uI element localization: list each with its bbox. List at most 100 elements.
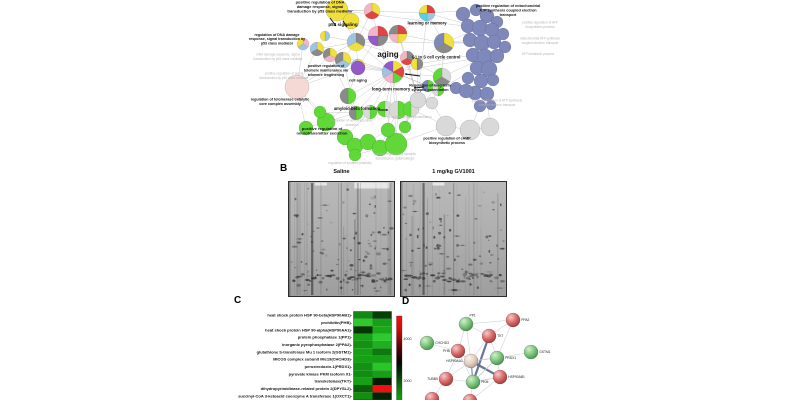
go-term-node [484,22,500,38]
go-term-pie-node [346,32,357,47]
go-term-pie-node [433,32,445,49]
go-term-label: p53 signaling [328,22,358,27]
network-edge [437,67,478,91]
go-term-label-faint: mitochondrial ATP synthesis [520,37,560,41]
heatmap-cell-saline [353,348,373,356]
protein-node-label: PP1 [470,314,476,318]
protein-node [424,391,440,400]
go-term-label-faint: coupled electron transport [522,41,559,45]
go-term-node [489,48,505,64]
heatmap-cell-gv1001 [372,333,392,341]
go-term-pie-node [399,50,408,62]
go-term-pie-node [348,105,357,121]
protein-row-label: transketolase(TKT)- [314,379,352,384]
go-term-node [461,71,475,85]
go-term-label-faint: DNA damage response, signal [256,53,299,57]
go-term-label: damage response, signal [297,4,344,9]
protein-node [462,393,478,400]
go-term-label: Regulation of long-term [409,84,451,88]
protein-row-label: peroxiredoxin-1(PRDX1)- [305,364,353,369]
go-term-label: G1 to S cell cycle control [412,55,461,60]
go-term-label: regulation of DNA damage [255,33,300,37]
heatmap-cell-gv1001 [372,340,392,349]
colorbar-tick-2000: 2000 [404,379,412,383]
heatmap-cell-saline [353,370,373,378]
protein-node [465,374,481,390]
gel-title-gv1001: 1 mg/kg GV1001 [432,169,475,175]
go-term-label: positive regulation of [308,64,345,68]
go-term-label: neurotransmitter secretion [297,131,348,136]
go-term-label: telomere lengthening [308,73,344,77]
go-term-label: long-term memory [372,87,411,92]
go-term-node [469,3,483,17]
protein-row-label: prohibitin(PHB)- [321,320,353,325]
go-term-pie-node [392,66,405,78]
annotation-arrowhead [405,73,408,76]
go-term-node [398,120,412,134]
protein-node [458,316,474,332]
go-term-pie-node [421,79,429,93]
go-term-pie-node [418,4,428,14]
go-term-node [459,119,481,141]
go-term-pie-node [381,66,394,78]
go-term-pie-node [388,24,399,35]
gel-image-saline [288,181,395,297]
go-term-pie-node [397,24,408,35]
heatmap-cell-saline [353,340,373,349]
go-term-label-faint: secretion [346,123,359,127]
go-term-node [486,73,500,87]
protein-node [481,328,497,344]
go-term-node [380,122,396,138]
string-protein-network: PP1TKTPPA2CHCHD3PHBHSP90AA1PRDX1GSTM1TUB… [419,312,551,400]
go-term-node [284,74,310,100]
go-term-node [479,8,495,24]
go-term-label: cell aging [349,78,368,83]
network-edge [336,9,428,14]
protein-node-label: HSP90AA1 [446,359,463,363]
network-edge [336,9,481,29]
go-term-label-faint: positive regulation of ATP [522,21,558,25]
go-term-label-faint: transduction by p53 class mediator [259,76,309,80]
go-term-pie-node [383,60,394,73]
go-term-label: positive regulation of cAMP [423,137,471,141]
go-term-pie-node [310,48,324,57]
go-term-pie-node [397,33,408,44]
heatmap-cell-saline [353,377,373,385]
annotation-arrowhead [334,23,336,26]
protein-node [523,344,539,360]
go-term-label-faint: ATP metabolic process [522,52,555,56]
network-edge [417,12,428,101]
gel-title-saline: Saline [333,169,350,175]
protein-node-label: PHB [443,349,451,353]
go-term-label-faint: regulation of synaptic plasticity [328,161,372,165]
protein-node [492,369,508,385]
heatmap-cell-saline [353,392,373,400]
network-edge [325,71,394,123]
go-term-node [350,60,366,76]
protein-row-label: inorganic pyrophosphatase 2(PPA2)- [282,342,353,347]
go-term-pie-node [364,10,380,20]
go-term-pie-node [297,43,309,51]
go-term-label-faint: positive regulation of ATP synthesis [472,99,522,103]
protein-heatmap: heat shock protein HSP 90-beta(HSP90AB1)… [238,311,412,400]
heatmap-cell-saline [353,355,373,363]
go-term-node [496,27,510,41]
protein-row-label: succinyl-CoA 3-ketoacid coenzyme A trans… [238,393,352,398]
annotation-arrowhead [386,109,388,111]
go-term-node [435,115,457,137]
heatmap-cell-gv1001 [372,385,392,393]
go-term-label-faint: positive regulation of signal [265,72,304,76]
go-term-pie-node [376,100,386,118]
protein-row-label: MICOS complex subunit Mic19(CHCHD3)- [273,357,353,362]
go-term-node [298,120,314,136]
go-term-pie-node [431,83,439,97]
go-term-label: aging [377,50,398,59]
go-term-pie-node [322,47,331,59]
annotation-arrowhead [345,24,347,27]
protein-node-label: TKT [497,334,503,338]
heatmap-cell-gv1001 [372,311,392,319]
go-term-pie-node [388,33,399,44]
panel-d-label: D [402,296,410,307]
go-term-pie-node [355,32,366,47]
